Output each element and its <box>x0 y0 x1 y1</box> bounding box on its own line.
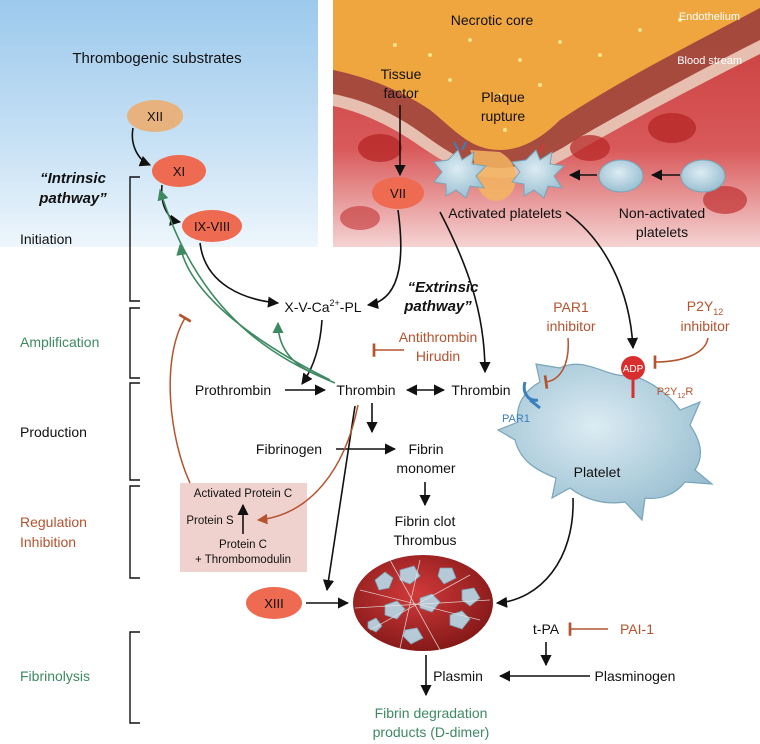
activated-protein-c-label: Activated Protein C <box>194 488 292 500</box>
fibrin-clot-label-1: Fibrin clot <box>395 513 456 529</box>
antithrombin-label-2: Hirudin <box>416 348 460 364</box>
plaque-rupture-label-2: rupture <box>481 108 526 124</box>
tissue-factor-label-1: Tissue <box>381 66 422 82</box>
plaque-rupture-label-1: Plaque <box>481 89 525 105</box>
factor-vii-node <box>372 177 424 209</box>
phase-regulation-label: Regulation <box>20 514 87 530</box>
antithrombin-label-1: Antithrombin <box>399 329 478 345</box>
activated-platelet-icon <box>511 143 566 199</box>
adp-icon <box>621 356 645 380</box>
arrow-xii-to-xi <box>131 127 152 167</box>
intrinsic-pathway-label-1: “Intrinsic <box>40 170 107 187</box>
protein-c-label-1: Protein C <box>219 539 267 551</box>
p2y12-inhibitor-label-1: P2Y12 <box>687 298 723 317</box>
fibrin-monomer-label-1: Fibrin <box>408 441 443 457</box>
fibrin-monomer-label-2: monomer <box>396 460 455 476</box>
intrinsic-pathway-label-2: pathway” <box>38 190 107 207</box>
plasminogen-label: Plasminogen <box>595 668 676 684</box>
thrombin-right-label: Thrombin <box>451 382 510 398</box>
prothrombin-label: Prothrombin <box>195 382 271 398</box>
phase-production-label: Production <box>20 424 87 440</box>
factor-xii-label: XII <box>147 109 163 124</box>
green-arrow-thrombin-to-complex <box>272 321 326 379</box>
thrombogenic-title: Thrombogenic substrates <box>72 50 241 67</box>
factor-xii-node <box>127 100 183 132</box>
par1-receptor-label: PAR1 <box>502 413 530 425</box>
arrow-platelet-to-clot <box>495 497 574 608</box>
par1-inhibitor-label-2: inhibitor <box>546 318 595 334</box>
p2y12-inhibitor-label-2: inhibitor <box>680 318 729 334</box>
arrow-complex-to-thrombin <box>301 319 323 385</box>
adp-label: ADP <box>623 364 644 375</box>
fibrinogen-label: Fibrinogen <box>256 441 322 457</box>
arrow-thrombin-to-xiii <box>322 405 356 592</box>
arrow-activated-platelets-to-adp <box>565 211 639 350</box>
arrow-vii-to-complex <box>366 209 402 309</box>
fdp-label-1: Fibrin degradation <box>375 705 488 721</box>
activated-platelet-icon <box>433 141 488 199</box>
inhibition-lines <box>169 313 709 636</box>
factor-xiii-label: XIII <box>264 596 284 611</box>
non-activated-platelet-icon <box>598 159 644 193</box>
non-activated-platelets-label-1: Non-activated <box>619 205 705 221</box>
platelet-icon <box>496 363 714 522</box>
thrombus-clot-icon <box>353 555 493 651</box>
tpa-label: t-PA <box>533 621 560 637</box>
extrinsic-pathway-label-2: pathway” <box>403 298 472 315</box>
p2y12-receptor-label: P2Y12R <box>657 386 694 400</box>
blood-stream-label: Blood stream <box>677 55 742 67</box>
factor-xi-label: XI <box>173 164 185 179</box>
factor-ix-viii-label: IX-VIII <box>194 219 230 234</box>
inhibit-par1 <box>543 337 569 389</box>
phase-initiation-label: Initiation <box>20 231 72 247</box>
fdp-label-2: products (D-dimer) <box>373 724 490 740</box>
green-arrow-thrombin-to-ixviii <box>176 243 331 381</box>
fibrin-clot-label-2: Thrombus <box>393 532 456 548</box>
phase-brackets <box>129 176 140 724</box>
factor-xiii-node <box>246 587 302 619</box>
phase-inhibition-label: Inhibition <box>20 534 76 550</box>
phase-amplification-label: Amplification <box>20 334 99 350</box>
arrow-activated-platelets-to-thrombin <box>439 211 491 374</box>
protein-c-label-2: + Thrombomodulin <box>195 554 291 566</box>
arrow-thrombin-to-protein-s <box>256 404 359 525</box>
black-arrows <box>131 105 639 697</box>
par1-receptor-icon <box>522 381 541 410</box>
phase-fibrinolysis-label: Fibrinolysis <box>20 668 90 684</box>
protein-s-label: Protein S <box>186 515 234 527</box>
tissue-factor-label-2: factor <box>383 85 418 101</box>
extrinsic-pathway-label-1: “Extrinsic <box>408 279 480 296</box>
non-activated-platelet-icon <box>680 159 726 193</box>
non-activated-platelets-label-2: platelets <box>636 224 688 240</box>
platelet-label: Platelet <box>574 464 621 480</box>
factor-xi-node <box>152 155 206 187</box>
inhibit-apc-to-amplification <box>169 313 192 484</box>
green-arrows <box>157 188 336 384</box>
factor-vii-label: VII <box>390 186 406 201</box>
plasmin-label: Plasmin <box>433 668 483 684</box>
endothelium-label: Endothelium <box>679 11 740 23</box>
arrow-ixviii-to-complex <box>199 242 280 308</box>
par1-inhibitor-label-1: PAR1 <box>553 299 589 315</box>
thrombin-label: Thrombin <box>336 382 395 398</box>
inhibit-p2y12 <box>653 337 709 369</box>
complex-x-v-ca-pl-label: X-V-Ca2+-PL <box>284 298 361 315</box>
activated-platelets-label: Activated platelets <box>448 205 562 221</box>
factor-ix-viii-node <box>182 210 242 242</box>
necrotic-core-label: Necrotic core <box>451 12 534 28</box>
pai1-label: PAI-1 <box>620 621 654 637</box>
